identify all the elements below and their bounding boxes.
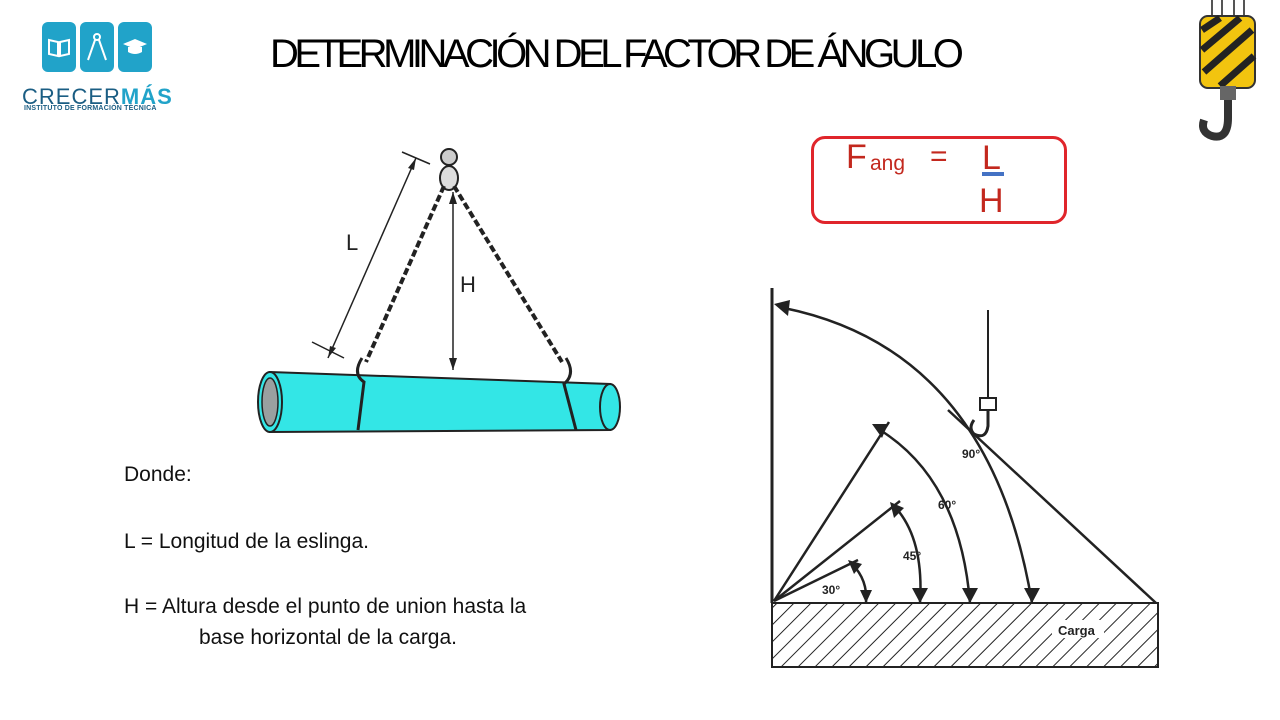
angle-label: 30° (822, 583, 840, 597)
angle-diagram: Carga 90° 60° 45° 30° (770, 288, 1159, 668)
compass-icon (80, 22, 114, 72)
angle-label: 60° (938, 498, 956, 512)
label-l: L (346, 230, 358, 255)
logo-icons (42, 22, 152, 72)
logo-name: CRECERMÁS (22, 84, 173, 109)
formula-lhs: F (846, 138, 867, 176)
formula-lhs-subscript: ang (870, 152, 906, 175)
formula-denominator: H (979, 182, 1004, 220)
master-link (440, 148, 458, 166)
legend-l: L = Longitud de la eslinga. (124, 530, 369, 553)
formula-equals: = (930, 140, 948, 173)
logo-subtitle: INSTITUTO DE FORMACIÓN TÉCNICA (24, 105, 157, 112)
load-label: Carga (1058, 623, 1096, 638)
legend-intro: Donde: (124, 463, 192, 486)
angle-label: 90° (962, 447, 980, 461)
page-title: DETERMINACIÓN DEL FACTOR DE ÁNGULO (270, 32, 964, 76)
legend-h-line-2: base horizontal de la carga. (199, 626, 457, 649)
chain-right (452, 184, 564, 364)
sling-diagram: L H (257, 148, 621, 434)
load-block (771, 602, 1159, 668)
graduation-cap-icon (118, 22, 152, 72)
pipe-opening (261, 377, 279, 427)
formula-fraction-bar (982, 172, 1004, 176)
angle-label: 45° (903, 549, 921, 563)
book-icon (42, 22, 76, 72)
chain-left (364, 185, 446, 363)
logo: CRECERMÁS INSTITUTO DE FORMACIÓN TÉCNICA (22, 22, 182, 122)
crane-hook-icon (1199, 0, 1257, 141)
formula-numerator: L (982, 139, 1001, 177)
formula-box (811, 136, 1067, 224)
legend-h-line-1: H = Altura desde el punto de union hasta… (124, 595, 527, 618)
hook-icon (969, 410, 990, 438)
label-h: H (460, 272, 476, 297)
dimension-l-line (327, 157, 417, 359)
pipe-body (269, 370, 611, 434)
